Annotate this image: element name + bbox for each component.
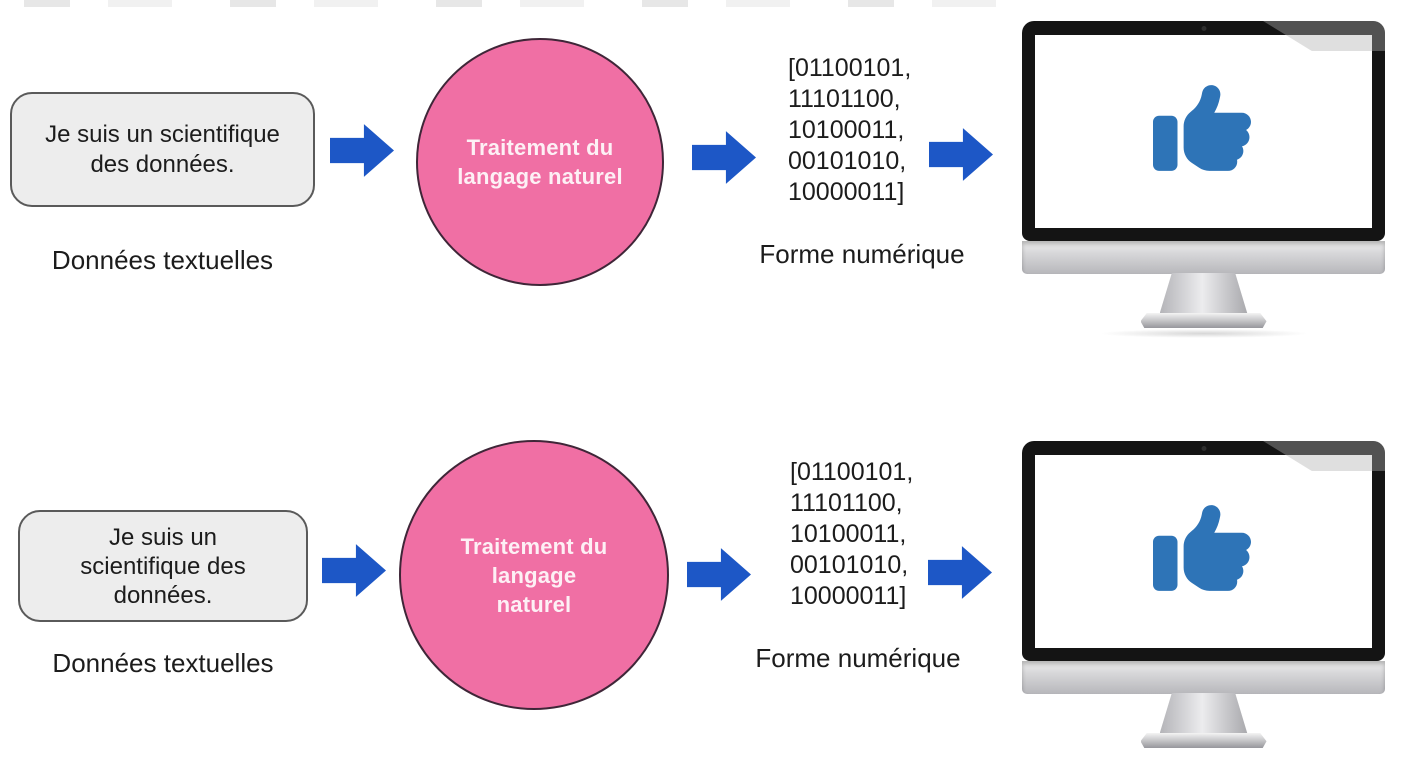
- binary-line: 11101100,: [788, 85, 901, 113]
- nlp-process-circle: Traitement du langage naturel: [399, 440, 669, 710]
- binary-line: [01100101,: [788, 54, 912, 82]
- process-label-line: Traitement du: [466, 135, 614, 160]
- monitor-stand-base: [1140, 313, 1267, 328]
- binary-line: [01100101,: [790, 458, 914, 486]
- output-caption: Forme numérique: [755, 643, 961, 673]
- monitor-stand-neck: [1159, 273, 1248, 314]
- monitor-bezel: [1022, 21, 1385, 241]
- input-caption: Données textuelles: [51, 245, 274, 275]
- input-text-line: Je suis un scientifique: [45, 120, 280, 148]
- input-text-bubble: Je suis un scientifique des données.: [10, 92, 315, 207]
- binary-output-block: [01100101, 11101100, 10100011, 00101010,…: [790, 457, 913, 612]
- binary-line: 10000011]: [788, 178, 905, 206]
- binary-line: 10000011]: [790, 582, 907, 610]
- flow-arrow-icon: [687, 548, 751, 601]
- binary-output-block: [01100101, 11101100, 10100011, 00101010,…: [788, 53, 911, 208]
- monitor-stand-base: [1140, 733, 1267, 748]
- thumbs-up-icon: [1153, 85, 1251, 171]
- input-text-line: Je suis un: [108, 523, 218, 551]
- flow-arrow-icon: [692, 131, 756, 184]
- output-caption: Forme numérique: [759, 239, 965, 269]
- binary-line: 10100011,: [788, 116, 905, 144]
- webcam-dot-icon: [1201, 26, 1206, 31]
- process-label-line: langage: [491, 562, 577, 588]
- binary-line: 10100011,: [790, 520, 907, 548]
- input-caption: Données textuelles: [52, 648, 274, 678]
- flow-arrow-icon: [330, 124, 394, 177]
- monitor-screen: [1035, 35, 1372, 228]
- monitor-stand-neck: [1159, 693, 1248, 734]
- flow-arrow-icon: [929, 128, 993, 181]
- input-text-line: données.: [113, 581, 213, 609]
- monitor-chin: [1022, 241, 1385, 274]
- monitor-shadow: [1098, 329, 1309, 338]
- binary-line: 11101100,: [790, 489, 903, 517]
- process-label-line: langage naturel: [457, 164, 623, 189]
- flow-arrow-icon: [322, 544, 386, 597]
- nlp-process-circle: Traitement du langage naturel: [416, 38, 664, 286]
- binary-line: 00101010,: [788, 147, 907, 175]
- computer-monitor: [1022, 21, 1385, 338]
- input-text-line: scientifique des: [80, 552, 246, 580]
- process-label-line: Traitement du: [460, 533, 608, 559]
- flow-arrow-icon: [928, 546, 992, 599]
- monitor-bezel: [1022, 441, 1385, 661]
- process-label-line: naturel: [496, 591, 572, 617]
- binary-line: 00101010,: [790, 551, 909, 579]
- monitor-chin: [1022, 661, 1385, 694]
- monitor-screen: [1035, 455, 1372, 648]
- webcam-dot-icon: [1201, 446, 1206, 451]
- input-text-bubble: Je suis un scientifique des données.: [18, 510, 308, 622]
- thumbs-up-icon: [1153, 505, 1251, 591]
- input-text-line: des données.: [90, 150, 235, 178]
- computer-monitor: [1022, 441, 1385, 748]
- cropped-text-artifact: [24, 0, 1034, 7]
